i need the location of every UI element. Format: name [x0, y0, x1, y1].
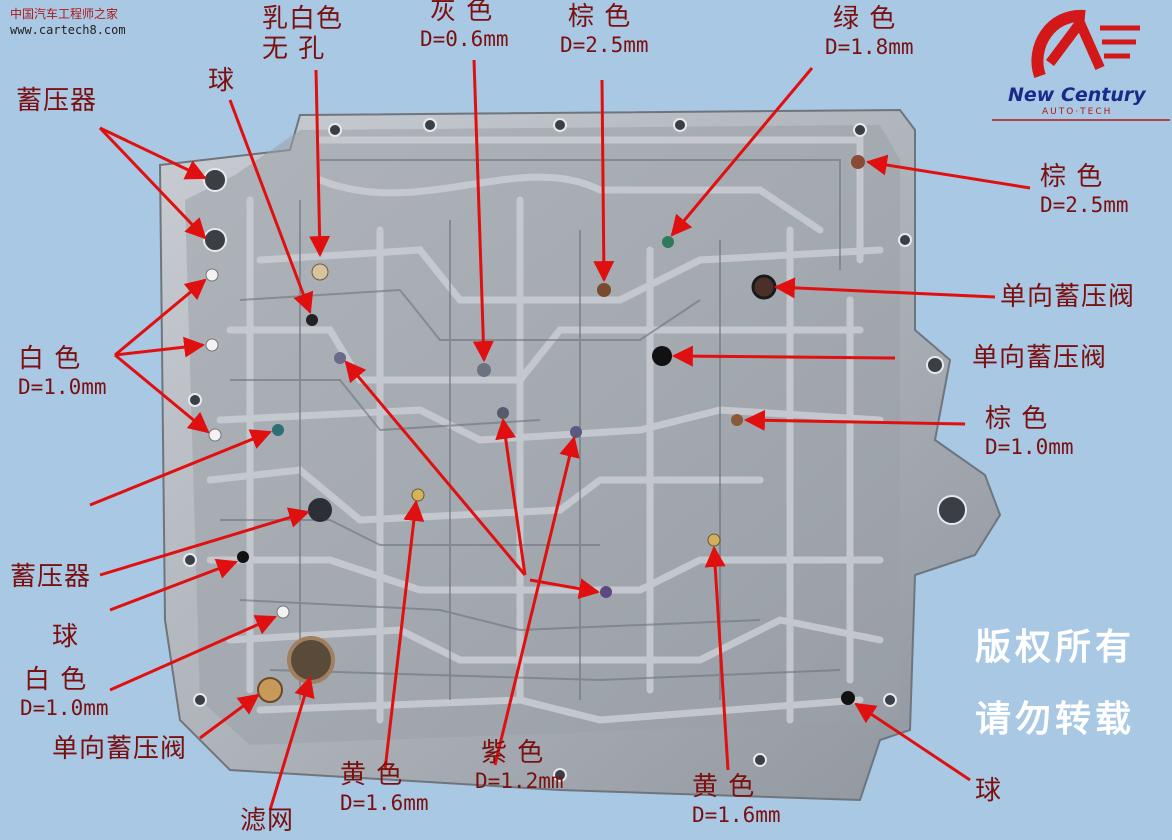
- label-brown-right-dia: D=2.5mm: [1040, 193, 1129, 217]
- label-white-top-name: 白 色: [18, 344, 82, 374]
- label-yellow-right: 黄 色 D=1.6mm: [692, 772, 781, 828]
- bolt-holes: [183, 118, 967, 782]
- label-purple-name: 紫 色: [481, 738, 545, 768]
- label-accumulator-bottom: 蓄压器: [10, 562, 92, 592]
- label-ball-left: 球: [52, 622, 80, 652]
- label-white-bottom: 白 色 D=1.0mm: [20, 665, 109, 721]
- site-watermark: 中国汽车工程师之家 www.cartech8.com: [10, 6, 126, 38]
- label-green: 绿 色 D=1.8mm: [825, 4, 914, 60]
- label-ball-top: 球: [208, 66, 236, 96]
- label-brown-top-dia: D=2.5mm: [560, 33, 649, 57]
- label-filter: 滤网: [240, 806, 295, 836]
- label-yellow-right-dia: D=1.6mm: [692, 803, 781, 827]
- label-green-dia: D=1.8mm: [825, 35, 914, 59]
- site-url: www.cartech8.com: [10, 23, 126, 37]
- logo-mark: [992, 9, 1170, 121]
- copyright-line-1: 版权所有: [975, 627, 1136, 668]
- label-white-bottom-dia: D=1.0mm: [20, 696, 109, 720]
- label-gray-dia: D=0.6mm: [420, 27, 509, 51]
- label-white-top: 白 色 D=1.0mm: [18, 344, 107, 400]
- label-ruby-white-name: 乳白色: [262, 4, 344, 34]
- label-purple-dia: D=1.2mm: [475, 769, 564, 793]
- label-yellow-right-name: 黄 色: [692, 772, 756, 802]
- label-check-accumulator-3: 单向蓄压阀: [52, 734, 188, 764]
- label-accumulator-top: 蓄压器: [16, 86, 98, 116]
- label-purple: 紫 色 D=1.2mm: [475, 738, 564, 794]
- label-brown-mid-dia: D=1.0mm: [985, 435, 1074, 459]
- label-ball-right: 球: [975, 776, 1003, 806]
- logo-brand-text: New Century: [1008, 84, 1146, 106]
- label-brown-right-name: 棕 色: [1040, 162, 1104, 192]
- pointer-arrows: [89, 59, 1031, 811]
- label-brown-mid: 棕 色 D=1.0mm: [985, 404, 1074, 460]
- label-brown-top-name: 棕 色: [568, 2, 632, 32]
- label-green-name: 绿 色: [833, 4, 897, 34]
- copyright-line-2: 请勿转载: [975, 699, 1136, 740]
- label-white-top-dia: D=1.0mm: [18, 375, 107, 399]
- label-gray-name: 灰 色: [430, 0, 494, 26]
- label-gray: 灰 色 D=0.6mm: [420, 0, 509, 52]
- label-brown-mid-name: 棕 色: [985, 404, 1049, 434]
- label-check-accumulator-1: 单向蓄压阀: [1000, 282, 1136, 312]
- label-white-bottom-name: 白 色: [24, 665, 88, 695]
- label-yellow-left-name: 黄 色: [340, 760, 404, 790]
- label-yellow-left-dia: D=1.6mm: [340, 791, 429, 815]
- label-brown-right: 棕 色 D=2.5mm: [1040, 162, 1129, 218]
- label-yellow-left: 黄 色 D=1.6mm: [340, 760, 429, 816]
- label-check-accumulator-2: 单向蓄压阀: [972, 343, 1108, 373]
- label-ruby-white: 乳白色 无 孔: [262, 4, 343, 64]
- new-century-logo: New Century AUTO·TECH: [992, 2, 1168, 126]
- label-ruby-white-desc: 无 孔: [262, 34, 326, 64]
- label-brown-top: 棕 色 D=2.5mm: [560, 2, 649, 58]
- logo-sub-text: AUTO·TECH: [1042, 107, 1113, 117]
- site-name: 中国汽车工程师之家: [10, 7, 119, 21]
